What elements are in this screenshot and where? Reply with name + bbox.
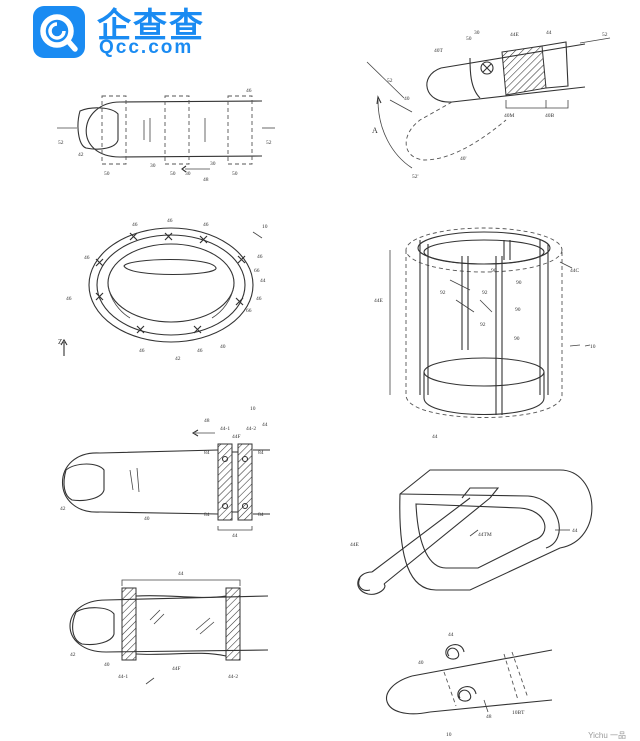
fig-finger-clamp-label: 42 bbox=[60, 506, 66, 512]
fig-finger-clamp-label: 84 bbox=[258, 512, 264, 518]
fig-cylinder-label: 90 bbox=[491, 268, 497, 274]
fig-cylinder-label: 44E bbox=[374, 298, 384, 304]
fig-finger-angle-label: 40 bbox=[404, 96, 410, 102]
figure-finger-sleeve: 44 42 40 44-1 44F 44-2 bbox=[69, 571, 269, 685]
figure-finger-bands: 46 52 42 50 50 50 48 30 30 30 52 bbox=[57, 88, 275, 183]
fig-ring-oval-label: 66 bbox=[246, 308, 252, 314]
fig-finger-bands-label: 30 bbox=[150, 163, 156, 169]
fig-ring-oval-label: 10 bbox=[262, 224, 268, 230]
fig-ring-oval-label: 46 bbox=[132, 222, 138, 228]
fig-ring-oval-label: 46 bbox=[256, 296, 262, 302]
fig-finger-spiral-label: 10 bbox=[446, 732, 452, 738]
fig-finger-sleeve-label: 44-1 bbox=[118, 674, 128, 680]
fig-finger-clamp-label: 40 bbox=[144, 516, 150, 522]
figure-ring-oval: 10 46 46 46 46 46 46 46 44 46 46 42 40 6… bbox=[58, 218, 268, 362]
fig-finger-bands-label: 42 bbox=[78, 152, 84, 158]
fig-finger-clamp-label: 44 bbox=[232, 533, 238, 539]
fig-wedge-ring-label: 44TM bbox=[478, 532, 492, 538]
figure-finger-spiral: 44 40 48 10BT 10 bbox=[386, 632, 553, 738]
qcc-logo: 企查查 Qcc.com bbox=[0, 0, 215, 62]
fig-finger-sleeve-label: 44-2 bbox=[228, 674, 238, 680]
fig-finger-bands-label: 50 bbox=[232, 171, 238, 177]
fig-finger-sleeve-label: 40 bbox=[104, 662, 110, 668]
fig-finger-sleeve-label: 44F bbox=[172, 666, 181, 672]
fig-ring-oval-label: 44 bbox=[260, 278, 266, 284]
fig-finger-angle-label: 40' bbox=[460, 156, 467, 162]
qcc-logo-icon bbox=[33, 6, 85, 58]
fig-ring-oval-label: 46 bbox=[139, 348, 145, 354]
fig-finger-clamp-label: 44 bbox=[262, 422, 268, 428]
fig-finger-clamp-label: 84 bbox=[258, 450, 264, 456]
fig-ring-oval-label: 46 bbox=[197, 348, 203, 354]
fig-finger-bands-label: 50 bbox=[104, 171, 110, 177]
fig-finger-clamp-label: 44-2 bbox=[246, 426, 256, 432]
fig-wedge-ring-label: 44 bbox=[572, 528, 578, 534]
fig-cylinder-label: 90 bbox=[515, 307, 521, 313]
fig-finger-angle-label: 40M bbox=[504, 113, 515, 119]
watermark-text: Yichu 一品 bbox=[588, 731, 626, 740]
fig-finger-angle-label: 30 bbox=[474, 30, 480, 36]
fig-ring-oval-label: 42 bbox=[175, 356, 181, 362]
fig-cylinder-label: 90 bbox=[514, 336, 520, 342]
fig-cylinder-label: 90 bbox=[516, 280, 522, 286]
fig-finger-angle-label: 52 bbox=[602, 32, 608, 38]
fig-finger-bands-label: 46 bbox=[246, 88, 252, 94]
fig-finger-bands-label: 30 bbox=[185, 171, 191, 177]
fig-finger-angle-label: 40B bbox=[545, 113, 555, 119]
fig-wedge-ring-label: 44E bbox=[350, 542, 360, 548]
fig-ring-oval-label: 66 bbox=[254, 268, 260, 274]
fig-finger-clamp-label: 48 bbox=[204, 418, 210, 424]
fig-finger-bands-label: 52 bbox=[266, 140, 272, 146]
fig-finger-clamp-label: 44-1 bbox=[220, 426, 230, 432]
fig-cylinder-label: 92 bbox=[480, 322, 486, 328]
fig-finger-angle-label: 44 bbox=[546, 30, 552, 36]
fig-finger-bands-label: 50 bbox=[170, 171, 176, 177]
fig-ring-oval-label: 40 bbox=[220, 344, 226, 350]
fig-ring-oval-label: 46 bbox=[167, 218, 173, 224]
fig-finger-bands-label: 52 bbox=[58, 140, 64, 146]
figure-finger-clamp: 48 10 44-1 44F 44-2 44 84 84 84 84 42 40… bbox=[60, 406, 270, 539]
fig-ring-oval-label: 46 bbox=[203, 222, 209, 228]
fig-cylinder-label: 92 bbox=[482, 290, 488, 296]
fig-finger-angle-label: 50 bbox=[466, 36, 472, 42]
figure-cylinder: 44C 44E 92 92 92 90 90 90 90 10 44 bbox=[374, 227, 596, 440]
fig-finger-angle-label: 52 bbox=[387, 78, 393, 84]
fig-finger-clamp-label: 10 bbox=[250, 406, 256, 412]
fig-finger-spiral-label: 48 bbox=[486, 714, 492, 720]
fig-ring-oval-label: Z bbox=[58, 338, 62, 346]
fig-finger-sleeve-label: 42 bbox=[70, 652, 76, 658]
fig-finger-angle-label: A bbox=[372, 126, 378, 135]
fig-finger-clamp-label: 84 bbox=[204, 512, 210, 518]
fig-cylinder-label: 44 bbox=[432, 434, 438, 440]
brand-name-en: Qcc.com bbox=[99, 37, 194, 58]
figure-wedge-ring: 44TM 44E 44 bbox=[350, 469, 593, 595]
fig-finger-clamp-label: 84 bbox=[204, 450, 210, 456]
fig-finger-bands-label: 48 bbox=[203, 177, 209, 183]
fig-cylinder-label: 44C bbox=[570, 268, 580, 274]
figure-finger-angle: 30 44E 44 52 40T 50 52 40 A 40M 40B 40' … bbox=[366, 30, 611, 180]
fig-finger-spiral-label: 40 bbox=[418, 660, 424, 666]
fig-finger-angle-label: 44E bbox=[510, 32, 520, 38]
brand-name-cn: 企查查 bbox=[97, 6, 205, 46]
fig-finger-sleeve-label: 44 bbox=[178, 571, 184, 577]
fig-finger-spiral-label: 10BT bbox=[512, 710, 525, 716]
fig-finger-spiral-label: 44 bbox=[448, 632, 454, 638]
fig-cylinder-label: 92 bbox=[440, 290, 446, 296]
fig-ring-oval-label: 46 bbox=[84, 255, 90, 261]
fig-finger-angle-label: 52' bbox=[412, 174, 419, 180]
fig-ring-oval-label: 46 bbox=[257, 254, 263, 260]
fig-cylinder-label: 10 bbox=[590, 344, 596, 350]
fig-finger-clamp-label: 44F bbox=[232, 434, 241, 440]
fig-finger-bands-label: 30 bbox=[210, 161, 216, 167]
fig-finger-angle-label: 40T bbox=[434, 48, 444, 54]
fig-ring-oval-label: 46 bbox=[66, 296, 72, 302]
